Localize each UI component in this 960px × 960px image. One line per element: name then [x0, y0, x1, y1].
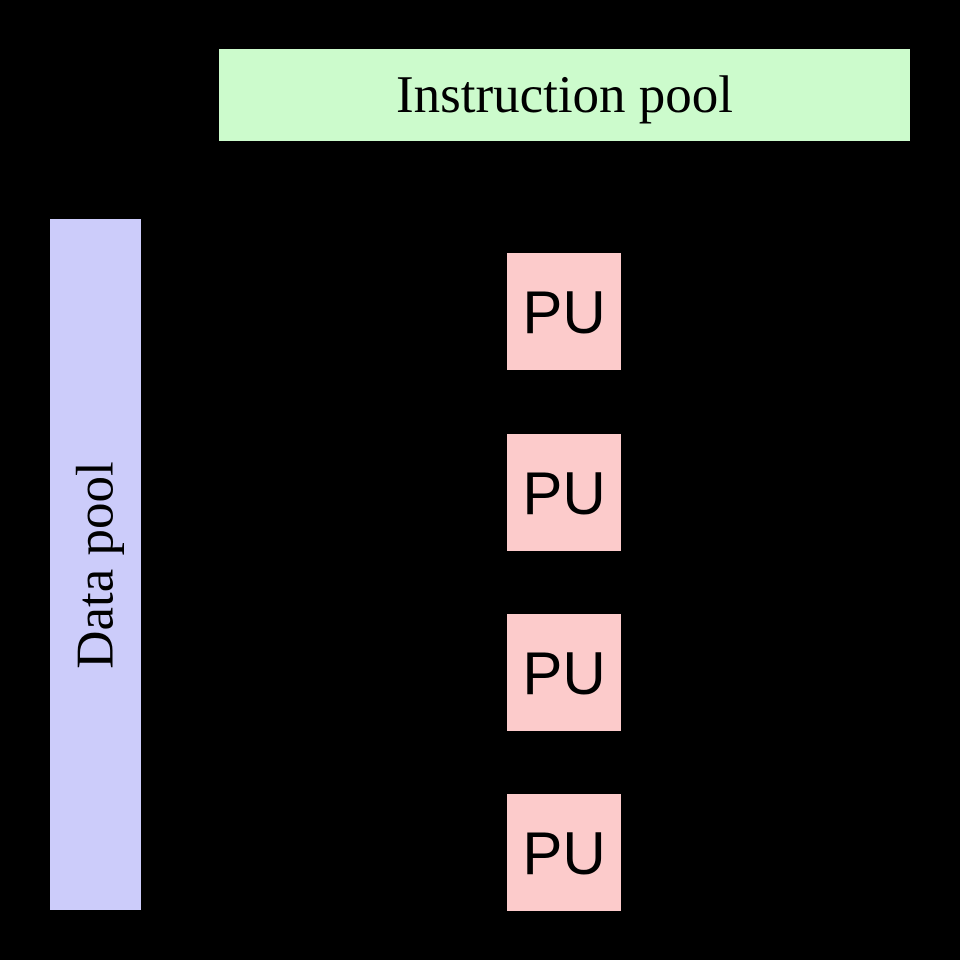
processing-unit-box: PU — [507, 794, 621, 911]
data-pool-label-rotation: Data pool — [66, 460, 124, 669]
instruction-pool-box: Instruction pool — [219, 49, 910, 141]
processing-unit-label: PU — [522, 819, 606, 887]
processing-unit-box: PU — [507, 253, 621, 370]
processing-unit-label: PU — [522, 459, 606, 527]
instruction-pool-label: Instruction pool — [395, 65, 734, 124]
processing-unit-box: PU — [507, 614, 621, 731]
data-pool-label: Data pool — [66, 460, 124, 669]
data-pool-box: Data pool — [50, 219, 141, 910]
processing-unit-label: PU — [522, 278, 606, 346]
processing-unit-label: PU — [522, 639, 606, 707]
processing-unit-column: PU PU PU PU — [507, 253, 621, 911]
processing-unit-box: PU — [507, 434, 621, 551]
